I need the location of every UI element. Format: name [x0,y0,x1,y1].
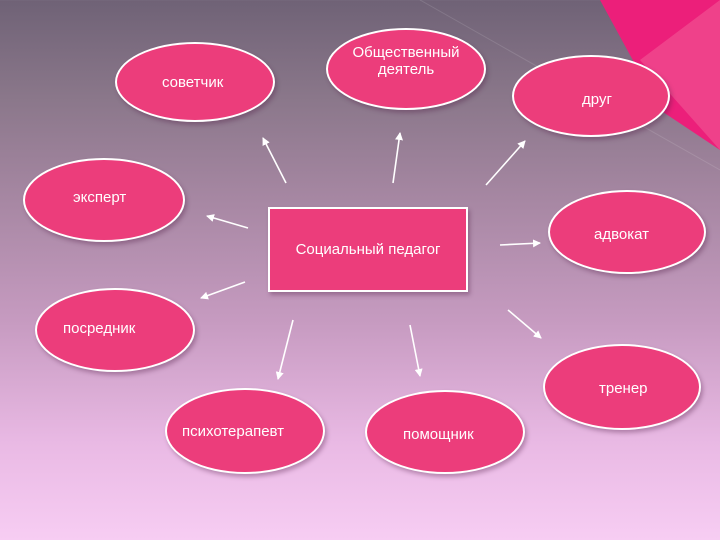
node-label-posrednik: посредник [63,320,136,337]
node-obshchestvennyi-deyatel: Общественный деятель [326,28,486,110]
node-pomoshchnik: помощник [365,390,525,474]
arrow-to-advokat [499,239,541,248]
arrow-to-obshchestvennyi-deyatel [392,132,403,184]
corner-accent-facet [640,0,720,150]
node-label-ekspert: эксперт [73,189,127,206]
arrow-to-posrednik [200,281,246,300]
center-node-social-pedagogue: Социальный педагог [268,207,468,292]
node-sovetchik: советчик [115,42,275,122]
node-label-drug: друг [582,90,612,108]
arrow-to-sovetchik [262,137,287,184]
node-label-pomoshchnik: помощник [403,426,474,443]
node-psikhoterapevt: психотерапевт [165,388,325,474]
node-posrednik: посредник [35,288,195,372]
node-ekspert: эксперт [23,158,185,242]
node-label-sovetchik: советчик [162,73,224,91]
arrow-to-pomoshchnik [409,324,423,377]
node-label-trener: тренер [599,380,648,397]
node-drug: друг [512,55,670,137]
arrow-to-trener [507,309,542,339]
arrow-to-ekspert [206,214,249,229]
node-label-psikhoterapevt: психотерапевт [182,423,285,440]
node-trener: тренер [543,344,701,430]
node-label-advokat: адвокат [594,226,650,243]
arrow-to-psikhoterapevt [275,319,294,380]
center-node-label: Социальный педагог [295,241,441,258]
node-advokat: адвокат [548,190,706,274]
node-label-obshchestvennyi-deyatel: Общественный деятель [352,44,460,78]
arrow-to-drug [485,140,526,186]
